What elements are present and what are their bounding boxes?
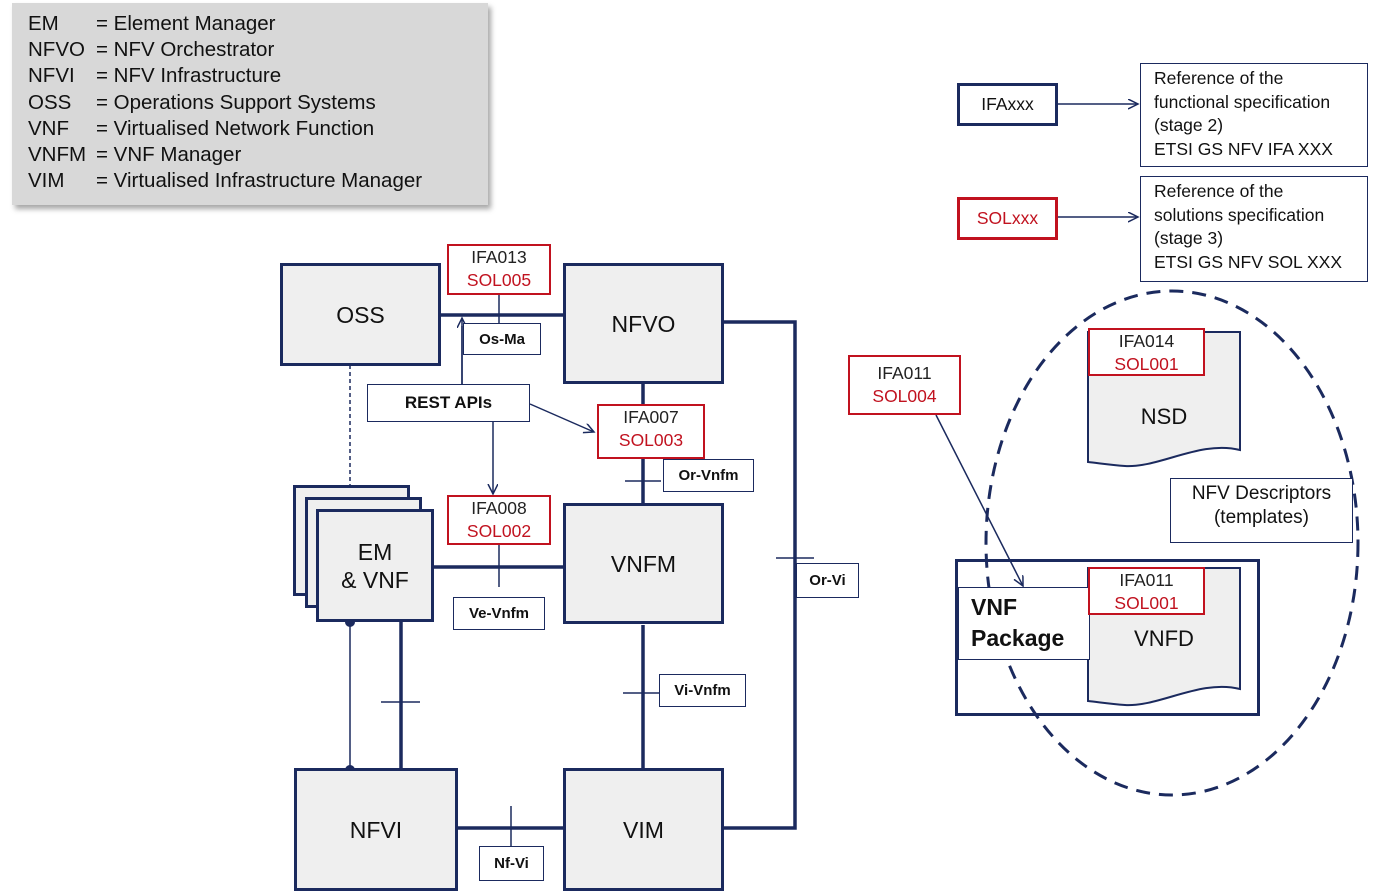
- descriptors-ellipse: [984, 289, 1360, 797]
- nfvi-label: NFVI: [349, 816, 403, 843]
- legend-row: EM = Element Manager: [28, 11, 488, 37]
- vnf-package-label: VNF Package: [958, 587, 1090, 660]
- nsd-text: NSD: [1140, 404, 1188, 429]
- legend-row: NFVO = NFV Orchestrator: [28, 37, 488, 63]
- key-sol-desc-line: ETSI GS NFV SOL XXX: [1154, 251, 1343, 272]
- descriptors-title-line: (templates): [1213, 507, 1310, 528]
- abbreviation-legend: EM = Element Manager NFVO = NFV Orchestrat…: [12, 3, 488, 205]
- legend-row: VNF = Virtualised Network Function: [28, 116, 488, 142]
- legend-definition: = Element Manager: [96, 12, 276, 35]
- key-sol-description: Reference of the solutions specification…: [1140, 176, 1368, 282]
- legend-definition: = NFV Orchestrator: [96, 38, 275, 62]
- rest-apis-text: REST APIs: [404, 393, 493, 412]
- vim-label: VIM: [623, 816, 664, 843]
- legend-row: VIM = Virtualised Infrastructure Manager: [28, 168, 488, 194]
- reference-point-or-vnfm: Or-Vnfm: [663, 459, 754, 492]
- legend-definition: = VNF Manager: [96, 143, 242, 167]
- ifa-ref: IFA011: [877, 363, 932, 383]
- nsd-label: NSD: [1100, 404, 1228, 434]
- sol-ref: SOL001: [1114, 593, 1179, 613]
- ve-vnfm-label: Ve-Vnfm: [468, 605, 529, 622]
- key-sol-text: SOLxxx: [976, 208, 1039, 228]
- or-vnfm-label: Or-Vnfm: [678, 467, 739, 484]
- legend-abbr: NFVO: [28, 38, 85, 62]
- legend-definition: = Operations Support Systems: [96, 90, 376, 114]
- vnfd-text: VNFD: [1134, 626, 1194, 651]
- legend-row: OSS = Operations Support Systems: [28, 90, 488, 116]
- legend-abbr: EM: [28, 12, 59, 35]
- package-label-line: Package: [971, 625, 1065, 651]
- sol-ref: SOL003: [618, 430, 684, 450]
- legend-abbr: NFVI: [28, 64, 75, 88]
- vnfm-block: VNFM: [563, 503, 724, 624]
- nfvi-block: NFVI: [294, 768, 458, 891]
- or-vi-label: Or-Vi: [809, 572, 846, 589]
- key-ifa-desc-line: Reference of the: [1154, 68, 1284, 88]
- nf-vi-label: Nf-Vi: [494, 855, 529, 872]
- rest-apis-label: REST APIs: [367, 384, 530, 422]
- sol-ref: SOL002: [466, 521, 532, 541]
- key-sol-desc-line: Reference of the: [1154, 181, 1284, 201]
- legend-abbr: OSS: [28, 90, 72, 114]
- legend-definition: = Virtualised Network Function: [96, 116, 375, 140]
- reference-point-or-vi: Or-Vi: [796, 563, 859, 598]
- em-vnf-block: EM & VNF: [316, 509, 434, 622]
- reference-point-nf-vi: Nf-Vi: [479, 846, 544, 881]
- vim-block: VIM: [563, 768, 724, 891]
- sol-ref: SOL001: [1114, 354, 1179, 374]
- ifa-ref: IFA013: [471, 247, 527, 267]
- legend-abbr: VNF: [28, 116, 69, 140]
- reference-point-os-ma: Os-Ma: [463, 323, 541, 355]
- em-vnf-label-line1: EM: [357, 538, 393, 565]
- vi-vnfm-label: Vi-Vnfm: [674, 682, 731, 699]
- legend-definition: = Virtualised Infrastructure Manager: [96, 169, 423, 193]
- legend-row: VNFM = VNF Manager: [28, 142, 488, 168]
- reference-point-vi-vnfm: Vi-Vnfm: [659, 674, 746, 707]
- package-label-line: VNF: [971, 594, 1017, 620]
- key-sol-box: SOLxxx: [957, 197, 1058, 240]
- ifa-ref: IFA014: [1118, 331, 1175, 351]
- vnfm-label: VNFM: [610, 550, 677, 577]
- key-ifa-desc-line: (stage 2): [1154, 115, 1224, 135]
- legend-abbr: VNFM: [28, 143, 87, 167]
- sol-ref: SOL004: [872, 386, 937, 406]
- ifa-ref: IFA007: [623, 407, 679, 427]
- key-ifa-desc-line: functional specification: [1154, 91, 1331, 112]
- ifa-ref: IFA011: [1119, 570, 1174, 590]
- key-ifa-text: IFAxxx: [981, 94, 1034, 114]
- nfv-descriptors-title: NFV Descriptors (templates): [1170, 478, 1353, 543]
- key-ifa-description: Reference of the functional specificatio…: [1140, 63, 1368, 167]
- descriptors-title-line: NFV Descriptors: [1191, 483, 1332, 504]
- vnfd-label: VNFD: [1100, 626, 1228, 656]
- key-sol-desc-line: solutions specification: [1154, 204, 1325, 225]
- legend-definition: = NFV Infrastructure: [96, 64, 282, 88]
- oss-label: OSS: [336, 301, 385, 328]
- em-vnf-label-line2: & VNF: [341, 566, 409, 593]
- vnf-package-box: [955, 559, 1260, 716]
- key-ifa-box: IFAxxx: [957, 83, 1058, 126]
- nfvo-vim-link: [723, 320, 797, 830]
- ifa-ref: IFA008: [471, 498, 527, 518]
- legend-row: NFVI = NFV Infrastructure: [28, 63, 488, 89]
- key-ifa-desc-line: ETSI GS NFV IFA XXX: [1154, 138, 1333, 159]
- legend-abbr: VIM: [28, 169, 65, 193]
- key-sol-desc-line: (stage 3): [1154, 228, 1224, 248]
- nfvo-block: NFVO: [563, 263, 724, 384]
- sol-ref: SOL005: [466, 270, 532, 290]
- nfvo-label: NFVO: [611, 310, 676, 337]
- os-ma-label: Os-Ma: [479, 330, 525, 348]
- reference-point-ve-vnfm: Ve-Vnfm: [453, 597, 545, 630]
- oss-block: OSS: [280, 263, 441, 366]
